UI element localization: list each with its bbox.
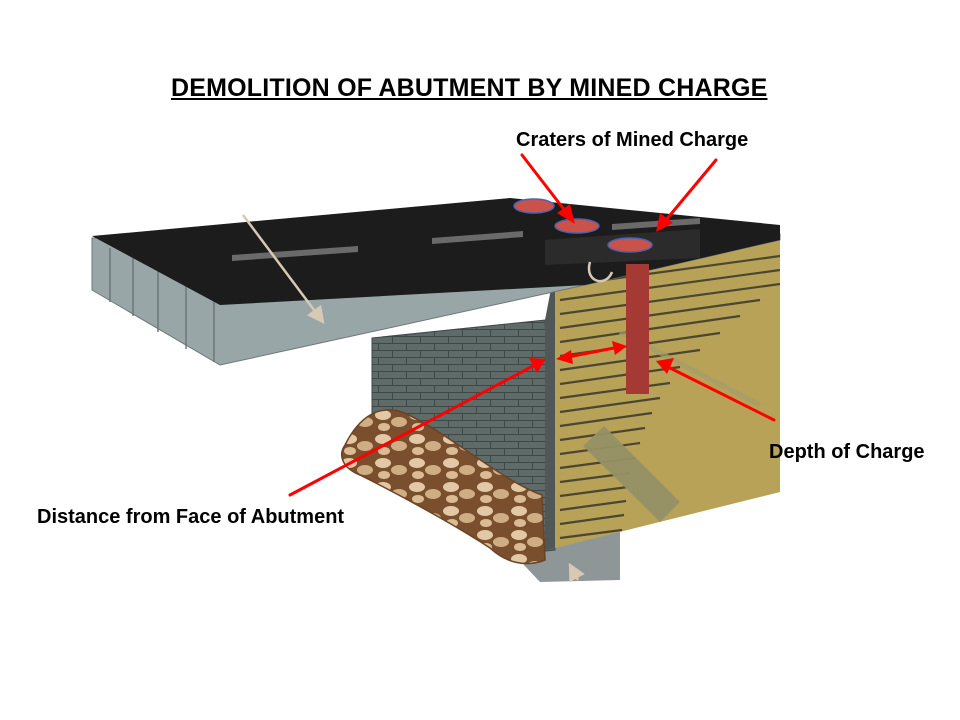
craters-label: Craters of Mined Charge [516, 129, 749, 151]
depth-pointer-arrow [656, 358, 776, 422]
distance-label: Distance from Face of Abutment [37, 506, 345, 528]
buried-member-lower [583, 426, 680, 522]
charge-hook [587, 261, 614, 283]
crater-2 [554, 218, 600, 234]
crater-arrow-right [656, 158, 718, 232]
abutment-edge [545, 268, 555, 550]
deck-end-segments [109, 248, 215, 362]
lane-marking-3 [612, 218, 700, 230]
depth-label: Depth of Charge [769, 441, 925, 463]
rubble-fill [341, 409, 546, 565]
crater-1 [513, 198, 555, 214]
footing-arrow [568, 562, 585, 583]
lane-marking-2 [432, 231, 523, 244]
deck-arrow [241, 214, 325, 325]
page-title: DEMOLITION OF ABUTMENT BY MINED CHARGE [171, 74, 768, 102]
crater-3 [607, 237, 653, 253]
lane-marking-1 [232, 246, 358, 261]
distance-double-arrow [556, 341, 627, 364]
soil-layers [559, 254, 780, 540]
distance-pointer-arrow [288, 358, 546, 497]
mined-charge [626, 264, 649, 394]
crater-arrow-left [520, 153, 575, 224]
annotation-arrows [288, 153, 776, 497]
